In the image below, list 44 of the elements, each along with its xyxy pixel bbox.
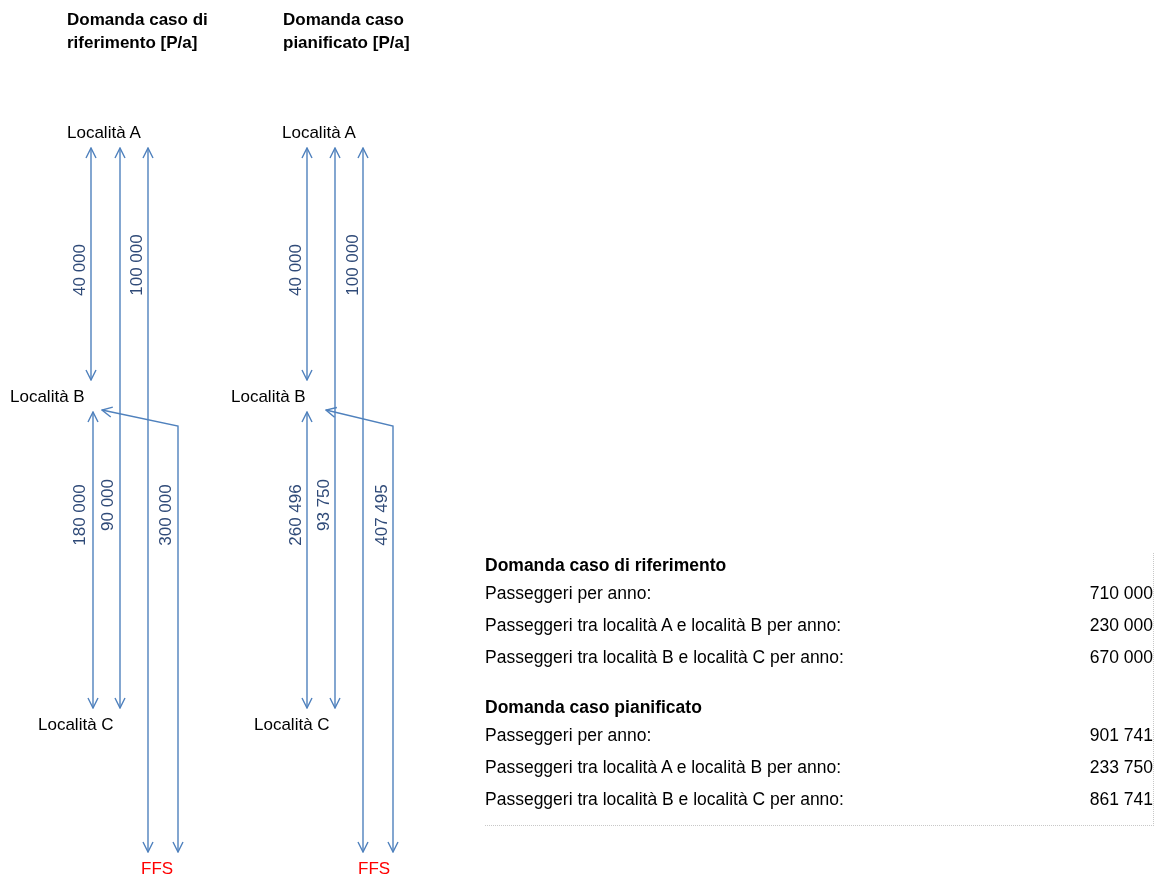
edge-label: 40 000 — [71, 244, 89, 296]
place-label: Località A — [67, 123, 141, 143]
double-arrow — [301, 411, 313, 709]
edge-label: 260 496 — [287, 484, 305, 546]
row-label: Passeggeri tra località A e località B per anno: — [485, 614, 842, 637]
double-arrow — [87, 411, 99, 709]
double-arrow — [101, 406, 184, 853]
endpoint-label: FFS — [358, 859, 391, 879]
edge-label: 300 000 — [157, 484, 175, 546]
double-arrow — [85, 147, 97, 381]
value-cell-text: 901 741 — [1089, 724, 1153, 747]
edge-label: 180 000 — [71, 484, 89, 546]
value-cell-text: 670 000 — [1089, 646, 1153, 669]
row-label: Passeggeri tra località B e località C per anno: — [485, 788, 844, 811]
double-arrow — [329, 147, 341, 709]
edge-label: 407 495 — [373, 484, 391, 546]
row-label: Passeggeri tra località B e località C per anno: — [485, 646, 844, 669]
value-cell-text: 861 741 — [1089, 788, 1153, 811]
value-cell-text: 230 000 — [1089, 614, 1153, 637]
value-cell-text: 710 000 — [1089, 582, 1153, 605]
edge-label: 90 000 — [99, 479, 117, 531]
edge-label: 100 000 — [344, 234, 362, 296]
edge-label: 100 000 — [128, 234, 146, 296]
edge-label: 40 000 — [287, 244, 305, 296]
place-label: Località C — [254, 715, 330, 735]
value-cell-text: 233 750 — [1089, 756, 1153, 779]
table-heading: Domanda caso di riferimento — [485, 554, 728, 577]
double-arrow — [325, 406, 399, 853]
double-arrow — [301, 147, 313, 381]
endpoint-label: FFS — [141, 859, 174, 879]
double-arrow — [114, 147, 126, 709]
place-label: Località B — [10, 387, 85, 407]
double-arrow — [357, 147, 369, 853]
row-label: Passeggeri tra località A e località B per anno: — [485, 756, 842, 779]
table-heading: Domanda caso pianificato — [485, 696, 703, 719]
row-label: Passeggeri per anno: — [485, 582, 652, 605]
edge-label: 93 750 — [315, 479, 333, 531]
column-heading: Domanda caso di riferimento [P/a] — [67, 9, 209, 54]
double-arrow — [142, 147, 154, 853]
column-heading: Domanda caso pianificato [P/a] — [283, 9, 411, 54]
place-label: Località A — [282, 123, 356, 143]
place-label: Località C — [38, 715, 114, 735]
place-label: Località B — [231, 387, 306, 407]
row-label: Passeggeri per anno: — [485, 724, 652, 747]
